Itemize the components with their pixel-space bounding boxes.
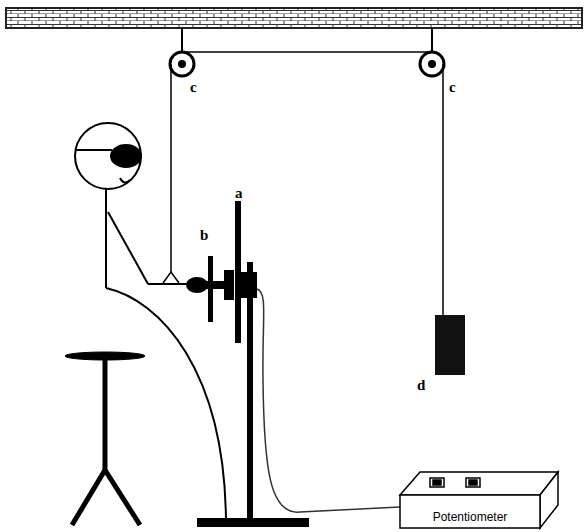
manipulandum [186,201,309,527]
subject-figure [75,123,226,522]
part-letter: c [449,80,456,95]
part-letter: b [200,228,208,243]
part-letter: a [235,186,243,201]
potentiometer-box [400,472,558,528]
part-letter: d [417,378,425,393]
instrument-box: Potentiometer [400,495,540,528]
stool [65,352,145,525]
wire [257,289,400,512]
ceiling [6,8,582,28]
weight [435,315,465,375]
instrument-label: Potentiometer [433,510,508,524]
pulley [170,52,444,76]
part-letter: c [190,80,197,95]
